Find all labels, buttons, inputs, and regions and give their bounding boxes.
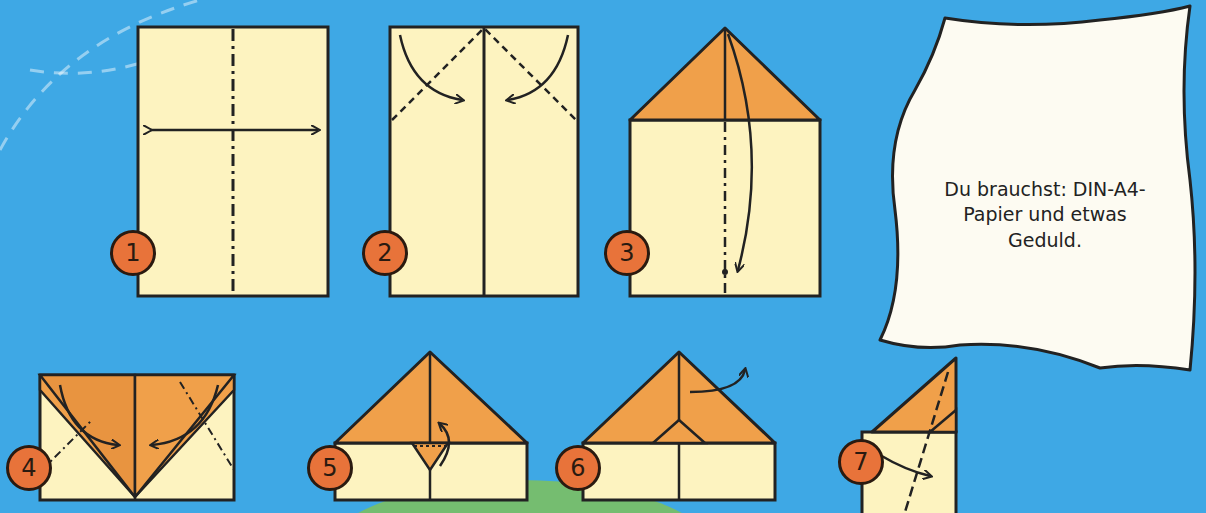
step-6-sheet <box>583 352 775 500</box>
materials-note: Du brauchst: DIN-A4-Papier und etwas Ged… <box>925 120 1165 310</box>
step-number-circle: 2 <box>362 230 408 276</box>
step-5-sheet <box>335 352 527 500</box>
step-number-circle: 1 <box>110 230 156 276</box>
step-4-sheet <box>40 375 234 500</box>
step-number: 7 <box>853 450 868 474</box>
step-number-circle: 3 <box>604 230 650 276</box>
step-number-circle: 6 <box>555 445 601 491</box>
step-number: 4 <box>21 456 36 480</box>
step-number: 6 <box>570 456 585 480</box>
step-number-circle: 7 <box>838 439 884 485</box>
step-1-sheet <box>138 27 328 296</box>
step-number-circle: 5 <box>307 445 353 491</box>
note-paper <box>880 6 1195 370</box>
step-3-sheet <box>630 28 820 296</box>
step-number-circle: 4 <box>6 445 52 491</box>
step-number: 1 <box>125 241 140 265</box>
step-2-sheet <box>390 27 578 296</box>
step-7-sheet <box>862 358 956 513</box>
step-number: 2 <box>377 241 392 265</box>
note-text: Du brauchst: DIN-A4-Papier und etwas Ged… <box>931 177 1159 254</box>
step-number: 3 <box>619 241 634 265</box>
step-number: 5 <box>322 456 337 480</box>
